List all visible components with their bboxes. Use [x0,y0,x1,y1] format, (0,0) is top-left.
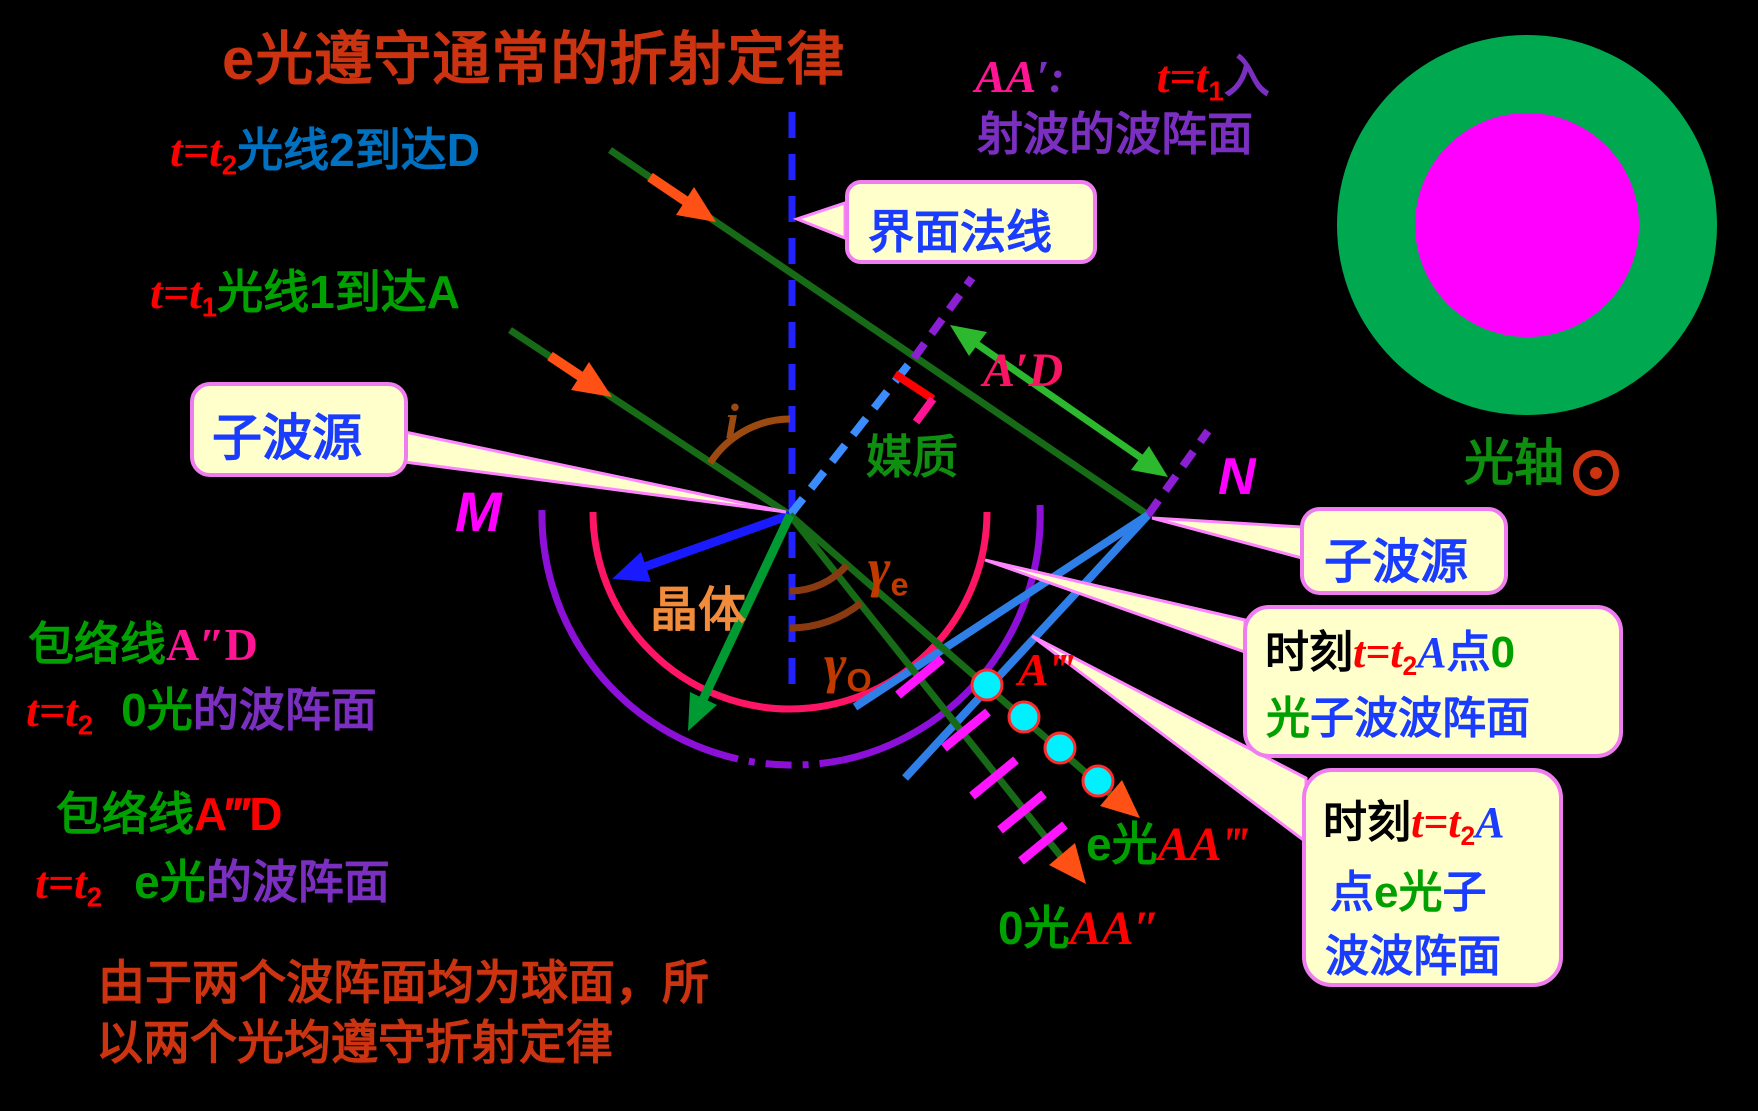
A-prime-D-distance-arrow [956,328,1162,474]
wavefront-tick [997,790,1047,834]
o-radius-arrowhead-icon [612,552,651,582]
gamma-e-angle-arc [789,562,850,595]
wavefront-tick [941,708,991,752]
right-angle-mark [892,370,936,403]
gamma-o-label: γO [824,634,872,699]
e-wavelet-circle-left [538,509,715,756]
polarization-dot [1007,700,1041,734]
normal-callout-label: 界面法线 [868,206,1052,258]
e-wavelet-callout-line1: 时刻t=t2A [1323,798,1505,851]
o-wavelet-callout-line1: 时刻t=t2A点0 [1265,628,1516,681]
incidence-angle-arc [707,415,791,465]
wavefront-ticks [895,655,1068,865]
conclusion-line2: 以两个光均遵守折射定律 [96,1016,613,1069]
polarization-dot [970,668,1004,702]
wavefront-extension-at-D [1144,428,1212,518]
conclusion-line1: 由于两个波阵面均为球面，所 [98,956,709,1009]
wavelet-source-box-left [190,382,408,477]
normal-callout-box [845,180,1097,264]
optic-axis-label: 光轴 [1464,435,1564,491]
e-refracted-wavefront-DA3 [902,512,1151,781]
ray1-arrowhead-icon [571,362,612,397]
callout-tail [792,200,847,241]
surface-point-M: M [455,480,502,543]
right-angle-mark [912,396,937,425]
o-envelope-label: 包络线A″D [28,618,258,670]
A-prime-D-label: A′D [983,344,1064,397]
callout-tails [403,200,1308,846]
e-wavelet-circle-right [842,504,1044,764]
arrowhead-icon [950,325,987,356]
optic-axis-dot-icon [1573,450,1619,496]
page-title: e光遵守通常的折射定律 [222,27,846,92]
medium-label: 媒质 [866,431,958,483]
e-wavelet-callout-box [1302,768,1563,987]
incidence-angle-label: i [725,393,739,449]
o-radius-arrow [628,510,792,577]
wavefront-tick [1018,821,1068,865]
incident-wavefront-note-line1: AA′:t=t1入 [975,50,1270,107]
o-refracted-wavefront-DA2 [852,511,1151,711]
o-ray-name-label: 0光AA″ [998,902,1161,955]
wavefront-tick [895,655,945,699]
gamma-e-label: γe [868,538,909,603]
ray2-arrowhead-icon [676,187,716,222]
e-wavelet-circle-bottom-dashed [711,748,844,769]
gamma-o-angle-arc [789,600,864,632]
wave-surface-inner-disk [1415,113,1639,337]
polarization-dot [1043,731,1077,765]
o-wavelet-circle [589,511,991,713]
time-t1: t=t [150,267,202,318]
arrowhead-icon [1131,446,1168,477]
e-wavelet-callout-line3: 波波阵面 [1325,932,1501,981]
e-ray-name-label: e光AA‴ [1086,818,1249,871]
e-envelope-label: 包络线A‴D [56,788,283,840]
e-wavelet-callout-line2: 点e光子 [1330,868,1487,917]
wavefront-extension-at-A-prime [910,275,976,361]
o-wavelet-callout-box [1243,605,1623,758]
wavelet-source-label-right: 子波源 [1324,536,1469,589]
surface-point-N: N [1218,448,1256,506]
time-t2: t=t [170,125,222,176]
wavelet-source-box-right [1300,507,1508,595]
e-radius-arrowhead-icon [688,692,717,731]
polarization-dot [1081,764,1115,798]
ray2-arrival-label: t=t2光线2到达D [170,124,480,181]
incident-wavefront-note-line2: 射波的波阵面 [977,108,1253,160]
A-triple-prime-label: A‴ [1018,644,1075,695]
e-ray-arrowhead-icon [1100,780,1140,818]
ray1-arrival-label: t=t1光线1到达A [150,266,460,323]
o-ray-arrowhead-icon [1049,843,1086,884]
wavelet-source-label-left: 子波源 [212,410,362,466]
e-radius-arrow [695,513,795,708]
crystal-label: 晶体 [650,584,747,637]
callout-tail [1151,516,1304,560]
polarization-dots [970,668,1115,798]
o-wavelet-callout-line2: 光子波波阵面 [1266,694,1530,743]
wavefront-tick [969,756,1019,800]
